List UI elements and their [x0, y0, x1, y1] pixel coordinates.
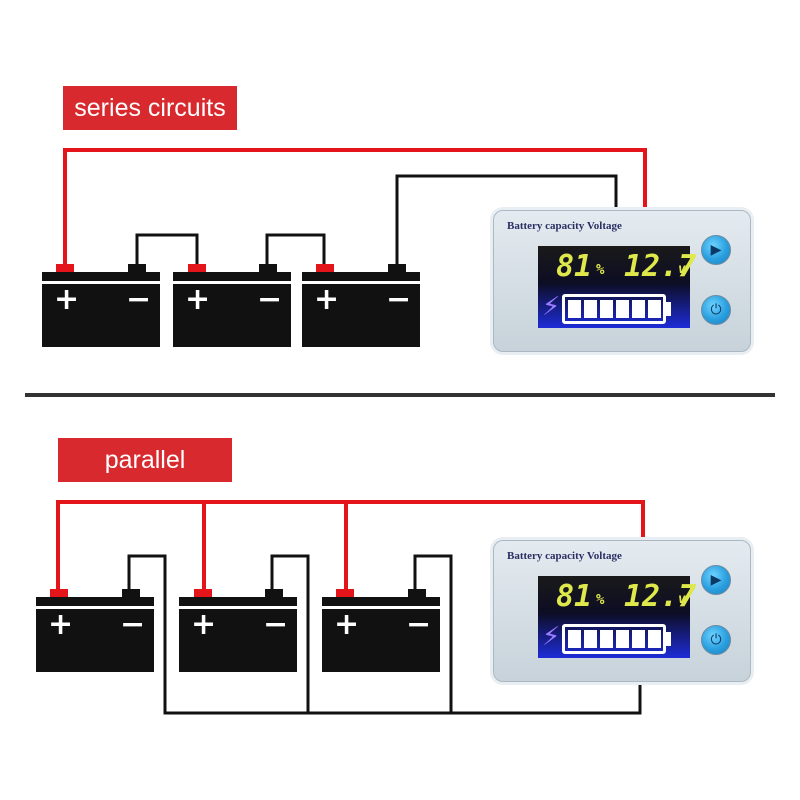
series-circuits-label: series circuits [63, 86, 237, 130]
battery-level-icon [562, 624, 666, 654]
battery-level-segment [600, 630, 613, 648]
voltage-unit: v [678, 592, 686, 607]
battery-meter-series: Battery capacity Voltage 81 % 12.7 v ⚡ ▶… [493, 210, 751, 352]
negative-terminal [388, 264, 406, 273]
battery-level-segment [616, 630, 629, 648]
battery-level-segment [600, 300, 613, 318]
battery-level-segment [568, 630, 581, 648]
battery-level-segment [616, 300, 629, 318]
negative-terminal [122, 589, 140, 598]
negative-terminal [259, 264, 277, 273]
parallel-negative-bus [127, 554, 642, 715]
battery-level-segment [584, 630, 597, 648]
meter-title: Battery capacity Voltage [507, 220, 622, 232]
series-negative-wire [395, 174, 618, 267]
series-link-wire-1 [135, 233, 199, 267]
minus-sign: − [126, 282, 152, 317]
section-divider [25, 393, 775, 397]
parallel-battery-1: + − [36, 589, 154, 672]
positive-terminal [316, 264, 334, 273]
battery-level-segment [632, 630, 645, 648]
battery-level-segment [584, 300, 597, 318]
play-button[interactable]: ▶ [701, 565, 731, 595]
negative-terminal [265, 589, 283, 598]
play-icon: ▶ [710, 242, 722, 258]
battery-level-segment [632, 300, 645, 318]
battery-level-tip [666, 632, 671, 646]
lcd-display: 81 % 12.7 v ⚡ [538, 576, 696, 658]
play-button[interactable]: ▶ [701, 235, 731, 265]
positive-terminal [188, 264, 206, 273]
minus-sign: − [257, 282, 283, 317]
meter-title: Battery capacity Voltage [507, 550, 622, 562]
minus-sign: − [120, 607, 146, 642]
battery-level-icon [562, 294, 666, 324]
lightning-icon: ⚡ [542, 622, 561, 652]
series-battery-3: + − [302, 264, 420, 347]
parallel-battery-2: + − [179, 589, 297, 672]
parallel-negative-drop-3 [413, 554, 453, 713]
lightning-icon: ⚡ [542, 292, 561, 322]
plus-sign: + [48, 607, 74, 642]
series-positive-wire [63, 148, 647, 267]
minus-sign: − [263, 607, 289, 642]
capacity-readout: 81 [556, 249, 593, 284]
plus-sign: + [191, 607, 217, 642]
power-button[interactable]: ⏻ [701, 625, 731, 655]
plus-sign: + [314, 282, 340, 317]
positive-terminal [194, 589, 212, 598]
series-link-wire-2 [265, 233, 326, 267]
positive-terminal [336, 589, 354, 598]
parallel-positive-bus [56, 500, 645, 592]
capacity-unit: % [596, 592, 605, 608]
minus-sign: − [386, 282, 412, 317]
voltage-readout: 12.7 [624, 579, 697, 614]
power-icon: ⏻ [710, 302, 722, 318]
positive-terminal [56, 264, 74, 273]
battery-level-segment [648, 300, 661, 318]
parallel-label: parallel [58, 438, 232, 482]
battery-meter-parallel: Battery capacity Voltage 81 % 12.7 v ⚡ ▶… [493, 540, 751, 682]
series-battery-2: + − [173, 264, 291, 347]
battery-level-segment [648, 630, 661, 648]
lcd-display: 81 % 12.7 v ⚡ [538, 246, 696, 328]
capacity-unit: % [596, 262, 605, 278]
minus-sign: − [406, 607, 432, 642]
plus-sign: + [185, 282, 211, 317]
parallel-negative-drop-2 [270, 554, 310, 713]
negative-terminal [128, 264, 146, 273]
capacity-readout: 81 [556, 579, 593, 614]
play-icon: ▶ [710, 572, 722, 588]
power-icon: ⏻ [710, 632, 722, 648]
parallel-battery-3: + − [322, 589, 440, 672]
plus-sign: + [54, 282, 80, 317]
series-battery-1: + − [42, 264, 160, 347]
voltage-readout: 12.7 [624, 249, 697, 284]
voltage-unit: v [678, 262, 686, 277]
negative-terminal [408, 589, 426, 598]
battery-level-tip [666, 302, 671, 316]
plus-sign: + [334, 607, 360, 642]
battery-level-segment [568, 300, 581, 318]
positive-terminal [50, 589, 68, 598]
power-button[interactable]: ⏻ [701, 295, 731, 325]
